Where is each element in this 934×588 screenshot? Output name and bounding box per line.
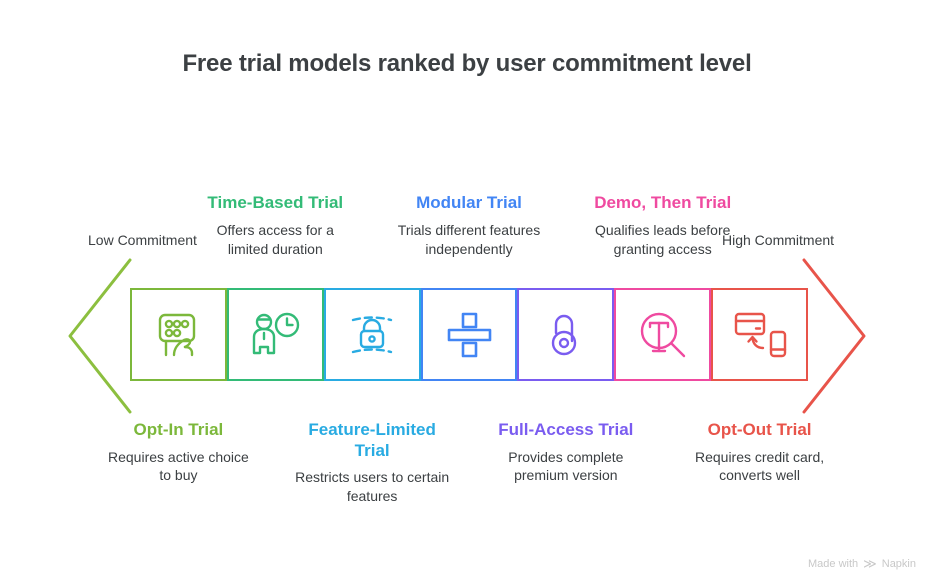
- step-heading: Demo, Then Trial: [594, 193, 732, 213]
- step-label-full-access-trial: Full-Access Trial Provides complete prem…: [491, 420, 641, 485]
- step-cell-opt-out-trial[interactable]: [711, 288, 808, 381]
- open-padlock-icon: [551, 314, 577, 355]
- step-cell-demo-then-trial[interactable]: [614, 288, 712, 381]
- high-commitment-arrow: [802, 256, 868, 421]
- step-label-modular-trial: Modular Trial Trials different features …: [394, 193, 544, 258]
- step-label-time-based-trial: Time-Based Trial Offers access for a lim…: [200, 193, 350, 258]
- step-heading: Feature-Limited Trial: [308, 420, 436, 460]
- keypad-hand-icon: [159, 313, 196, 356]
- low-commitment-arrow: [66, 256, 132, 421]
- magnifier-t-icon: [640, 312, 685, 357]
- napkin-brand-text: Napkin: [881, 557, 916, 570]
- step-label-demo-then-trial: Demo, Then Trial Qualifies leads before …: [588, 193, 738, 258]
- step-description: Restricts users to certain features: [295, 469, 450, 504]
- step-cell-opt-in-trial[interactable]: [130, 288, 227, 381]
- step-cell-modular-trial[interactable]: [420, 288, 518, 381]
- step-description: Offers access for a limited duration: [216, 222, 334, 257]
- napkin-watermark: Made with ≫ Napkin: [808, 557, 916, 570]
- high-commitment-label: High Commitment: [722, 232, 835, 248]
- step-label-feature-limited-trial: Feature-Limited Trial Restricts users to…: [292, 420, 452, 505]
- step-description: Provides complete premium version: [508, 448, 624, 484]
- step-heading: Opt-Out Trial: [707, 420, 812, 439]
- page-title: Free trial models ranked by user commitm…: [182, 50, 752, 77]
- step-description: Requires active choice to buy: [107, 448, 249, 484]
- person-clock-icon: [253, 312, 300, 354]
- made-with-text: Made with: [808, 557, 859, 570]
- divide-modules-icon: [447, 312, 492, 357]
- step-label-opt-in-trial: Opt-In Trial Requires active choice to b…: [103, 420, 253, 485]
- credit-card-phone-icon: [734, 312, 786, 357]
- step-label-opt-out-trial: Opt-Out Trial Requires credit card, conv…: [680, 420, 840, 485]
- step-cell-full-access-trial[interactable]: [517, 288, 615, 381]
- step-heading: Time-Based Trial: [207, 193, 344, 213]
- step-description: Requires credit card, converts well: [694, 448, 825, 484]
- step-cell-feature-limited-trial[interactable]: [323, 288, 421, 381]
- step-heading: Modular Trial: [416, 193, 522, 213]
- commitment-scale-band: [130, 288, 808, 381]
- step-description: Qualifies leads before granting access: [594, 222, 731, 257]
- low-commitment-label: Low Commitment: [88, 232, 197, 248]
- padlock-dashed-icon: [351, 315, 393, 353]
- step-description: Trials different features independently: [397, 222, 541, 257]
- step-heading: Opt-In Trial: [133, 420, 224, 439]
- step-heading: Full-Access Trial: [498, 420, 634, 439]
- step-cell-time-based-trial[interactable]: [226, 288, 324, 381]
- napkin-logo-icon: ≫: [863, 556, 877, 571]
